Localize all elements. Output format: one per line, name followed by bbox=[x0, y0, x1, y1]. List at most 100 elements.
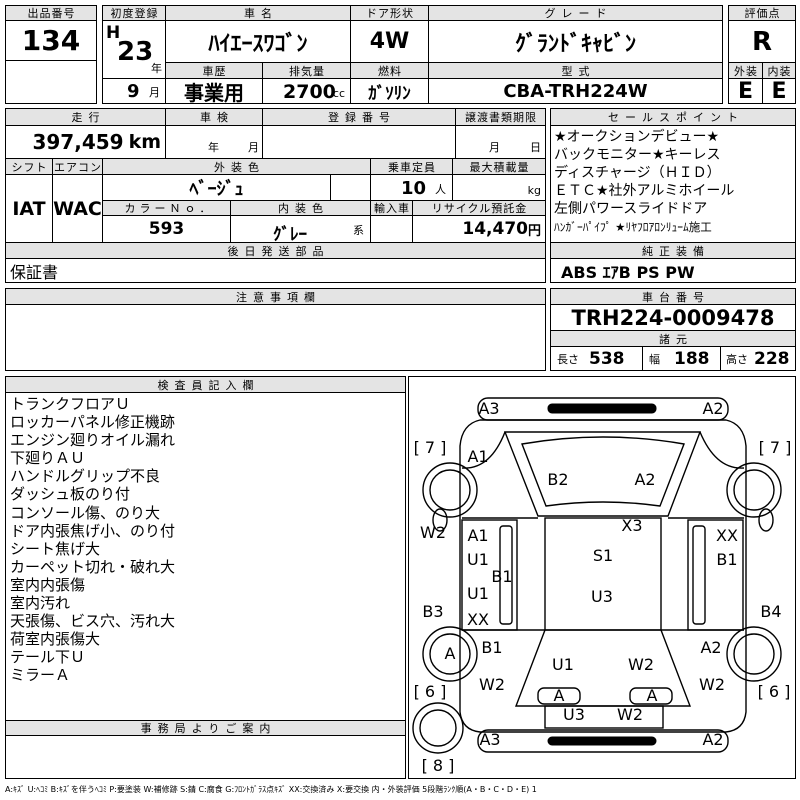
damage-mark: B4 bbox=[760, 602, 782, 621]
damage-mark: W2 bbox=[479, 675, 505, 694]
sales-point-line: バックモニター★キーレス bbox=[554, 147, 721, 163]
damage-mark: A2 bbox=[634, 470, 656, 489]
door-type-value: 4W bbox=[350, 20, 429, 63]
first-registration-label: 初度登録 bbox=[102, 5, 166, 21]
recycle-deposit-value: 14,470 円 bbox=[412, 215, 546, 243]
office-notice-value bbox=[5, 735, 406, 779]
air-conditioner-label: エアコン bbox=[52, 158, 103, 175]
damage-mark: A2 bbox=[702, 730, 724, 749]
exterior-color-value: ﾍﾞｰｼﾞｭ bbox=[102, 174, 331, 201]
displacement-number: 2700 bbox=[283, 81, 336, 103]
damage-mark: A1 bbox=[467, 447, 489, 466]
displacement-unit: cc bbox=[332, 87, 345, 100]
width-label: 幅 bbox=[649, 352, 660, 366]
inspector-notes-list: トランクフロアＵ ロッカーパネル修正機跡 エンジン廻りオイル漏れ 下廻りＡＵ ハ… bbox=[5, 392, 406, 721]
import-car-label: 輸入車 bbox=[370, 200, 413, 216]
mileage-number: 397,459 bbox=[32, 130, 124, 154]
color-number-label: カラーＮｏ． bbox=[102, 200, 231, 216]
damage-mark: U1 bbox=[467, 584, 489, 603]
car-name-value: ﾊｲｴｰｽﾜｺﾞﾝ bbox=[165, 20, 351, 63]
rear-bumper bbox=[477, 729, 729, 753]
damage-mark: S1 bbox=[592, 546, 614, 565]
car-diagram bbox=[412, 397, 782, 754]
damage-mark: A2 bbox=[702, 399, 724, 418]
notes-label: 注意事項欄 bbox=[5, 288, 546, 305]
fuel-label: 燃料 bbox=[350, 62, 429, 79]
first-registration-year: H 23 年 bbox=[102, 20, 166, 79]
later-parts-label: 後日発送部品 bbox=[5, 242, 546, 259]
damage-mark: A3 bbox=[479, 730, 501, 749]
height-label: 高さ bbox=[726, 352, 748, 366]
front-door-panels bbox=[461, 431, 745, 519]
year-unit: 年 bbox=[151, 62, 162, 75]
sales-point-line: 左側パワースライドドア bbox=[554, 201, 708, 217]
damage-mark: B1 bbox=[491, 567, 513, 586]
damage-mark: X3 bbox=[621, 516, 643, 535]
interior-color-name: ｸﾞﾚｰ bbox=[273, 225, 307, 243]
damage-mark: A bbox=[553, 686, 565, 705]
specs-label: 諸元 bbox=[550, 330, 796, 347]
damage-mark: A1 bbox=[467, 526, 489, 545]
tire-tread-mark: [ 7 ] bbox=[758, 438, 792, 457]
damage-mark: W2 bbox=[699, 675, 725, 694]
tire-tread-mark: [ 6 ] bbox=[757, 682, 791, 701]
width-value: 188 bbox=[674, 348, 710, 369]
score-label: 評価点 bbox=[728, 5, 796, 21]
damage-mark: B1 bbox=[716, 550, 738, 569]
damage-mark: XX bbox=[716, 526, 738, 545]
shaken-label: 車検 bbox=[165, 108, 263, 126]
shift-label: シフト bbox=[5, 158, 53, 175]
exterior-color-label: 外装色 bbox=[102, 158, 371, 175]
tire-tread-mark: [ 7 ] bbox=[413, 438, 447, 457]
max-load-unit: kg bbox=[527, 184, 541, 197]
notes-value bbox=[5, 304, 546, 371]
sales-point-line: ＥＴＣ★社外アルミホイール bbox=[554, 183, 735, 199]
factory-equipment-value: ABS ｴｱB PS PW bbox=[550, 258, 796, 283]
recycle-deposit-number: 14,470 bbox=[462, 219, 528, 239]
specs-height: 高さ 228 bbox=[720, 346, 796, 371]
inspector-note: エンジン廻りオイル漏れ bbox=[10, 431, 176, 450]
damage-mark: U3 bbox=[563, 705, 585, 724]
car-name-label: 車名 bbox=[165, 5, 351, 21]
document-deadline-value: 月 日 bbox=[455, 125, 546, 159]
chassis-number-value: TRH224-0009478 bbox=[550, 304, 796, 331]
damage-mark: B3 bbox=[422, 602, 444, 621]
deadline-day-unit: 日 bbox=[530, 141, 541, 154]
damage-mark: A3 bbox=[478, 399, 500, 418]
damage-mark: XX bbox=[467, 610, 489, 629]
damage-mark: U1 bbox=[552, 655, 574, 674]
displacement-value: 2700 cc bbox=[262, 78, 351, 104]
grade-value: ｸﾞﾗﾝﾄﾞｷｬﾋﾞﾝ bbox=[428, 20, 723, 63]
interior-color-value: ｸﾞﾚｰ 系 bbox=[230, 215, 371, 243]
rear-lamps bbox=[537, 687, 673, 729]
wheels bbox=[422, 462, 782, 682]
grade-label: グレード bbox=[428, 5, 723, 21]
mileage-label: 走行 bbox=[5, 108, 166, 126]
specs-width: 幅 188 bbox=[642, 346, 721, 371]
damage-mark: W2 bbox=[617, 705, 643, 724]
inspector-note: 荷室内張傷大 bbox=[10, 630, 101, 649]
inspector-note: ハンドルグリップ不良 bbox=[10, 467, 161, 486]
air-conditioner-value: WAC bbox=[52, 174, 103, 243]
capacity-unit: 人 bbox=[435, 183, 446, 196]
score-value: R bbox=[728, 20, 796, 63]
sales-points-label: セールスポイント bbox=[550, 108, 796, 126]
inspector-note: ドア内張焦げ小、のり付 bbox=[10, 521, 176, 540]
damage-mark: B2 bbox=[547, 470, 569, 489]
shaken-value: 年 月 bbox=[165, 125, 263, 159]
damage-mark: U3 bbox=[591, 587, 613, 606]
inspector-note: テール下Ｕ bbox=[10, 648, 86, 667]
damage-mark: W2 bbox=[420, 523, 446, 542]
lot-number-label: 出品番号 bbox=[5, 5, 97, 21]
spare-tire bbox=[412, 702, 464, 754]
specs-length: 長さ 538 bbox=[550, 346, 643, 371]
displacement-label: 排気量 bbox=[262, 62, 351, 79]
office-notice-label: 事務局よりご案内 bbox=[5, 720, 406, 736]
inspector-note: 室内汚れ bbox=[10, 594, 71, 613]
inspector-note: ロッカーパネル修正機跡 bbox=[10, 413, 175, 432]
tire-tread-mark: [ 6 ] bbox=[413, 682, 447, 701]
door-type-label: ドア形状 bbox=[350, 5, 429, 21]
sales-point-line: ﾊﾝｶﾞｰﾊﾟｲﾌﾟ ★ﾘﾔﾌﾛｱﾛﾝﾘｭｰﾑ施工 bbox=[554, 220, 712, 234]
damage-mark: A bbox=[444, 644, 456, 663]
year-number: 23 bbox=[117, 37, 154, 67]
